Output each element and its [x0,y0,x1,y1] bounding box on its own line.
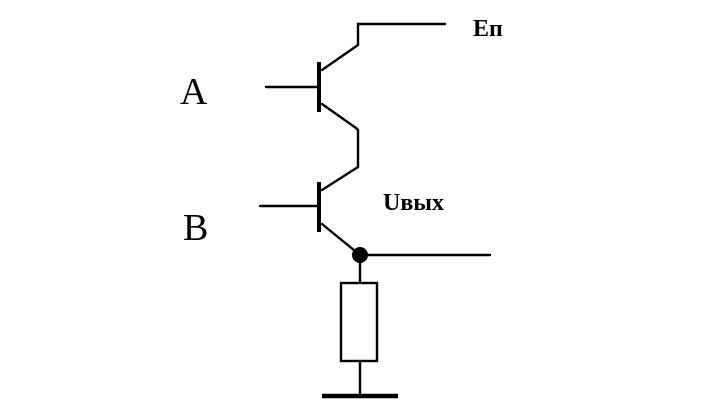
load-resistor [339,281,379,363]
supply-wire [320,22,447,72]
transistor-b-emitter [320,222,362,257]
series-wire [320,126,360,192]
transistor-b [258,182,362,257]
input-a-label: A [180,71,208,113]
transistor-a [264,62,358,130]
supply-label: Eп [473,16,503,42]
output-voltage-label: Uвых [383,190,444,216]
input-b-label: B [183,207,208,249]
transistor-a-emitter [320,102,358,130]
